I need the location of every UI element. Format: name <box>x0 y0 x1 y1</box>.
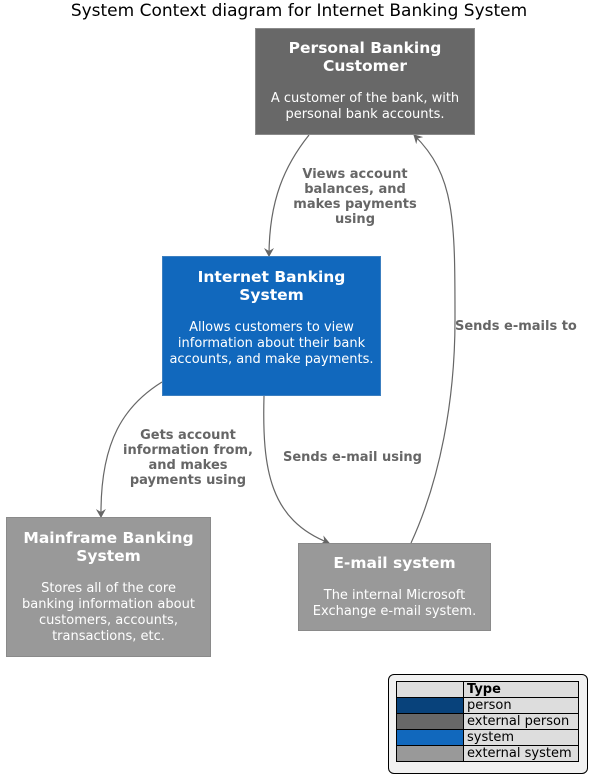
legend-table: Type person external person system exter… <box>396 681 579 762</box>
node-email-system[interactable]: E-mail system The internal Microsoft Exc… <box>298 543 491 631</box>
node-title: Internet Banking System <box>197 268 346 304</box>
legend-swatch-system <box>396 729 464 746</box>
legend-label: external system <box>463 745 579 762</box>
node-mainframe-banking-system[interactable]: Mainframe Banking System Stores all of t… <box>6 517 211 657</box>
node-title: E-mail system <box>333 554 456 572</box>
node-internet-banking-system[interactable]: Internet Banking System Allows customers… <box>162 256 381 396</box>
node-description: The internal Microsoft Exchange e-mail s… <box>312 588 477 619</box>
legend-row: person <box>396 697 579 714</box>
edge-label-email-to-customer: Sends e-mails to <box>455 319 577 334</box>
legend-swatch-external-system <box>396 745 464 762</box>
diagram-title: System Context diagram for Internet Bank… <box>70 1 528 21</box>
node-description: A customer of the bank, with personal ba… <box>270 91 460 122</box>
edge-customer-to-ibs[interactable] <box>264 134 310 257</box>
edge-label-ibs-to-mainframe: Gets account information from, and makes… <box>123 428 253 488</box>
legend-label: system <box>463 729 579 746</box>
node-description: Stores all of the core banking informati… <box>22 581 195 644</box>
edge-label-customer-to-ibs: Views account balances, and makes paymen… <box>293 167 417 227</box>
node-description: Allows customers to view information abo… <box>169 320 374 367</box>
legend-swatch-header <box>396 681 464 698</box>
legend-swatch-person <box>396 697 464 714</box>
node-personal-banking-customer[interactable]: Personal Banking Customer A customer of … <box>255 28 475 135</box>
legend-row: system <box>396 729 579 746</box>
legend-row: external system <box>396 745 579 762</box>
node-title: Personal Banking Customer <box>288 39 442 75</box>
legend-label: external person <box>463 713 579 730</box>
edge-email-to-customer[interactable] <box>410 134 456 544</box>
legend-row: external person <box>396 713 579 730</box>
edge-ibs-to-mainframe[interactable] <box>95 381 163 518</box>
legend: Type person external person system exter… <box>388 674 588 774</box>
legend-swatch-external-person <box>396 713 464 730</box>
node-title: Mainframe Banking System <box>23 529 194 565</box>
legend-header: Type <box>463 681 579 698</box>
edge-label-ibs-to-email: Sends e-mail using <box>283 450 422 465</box>
edge-ibs-to-email[interactable] <box>263 395 330 545</box>
legend-label: person <box>463 697 579 714</box>
